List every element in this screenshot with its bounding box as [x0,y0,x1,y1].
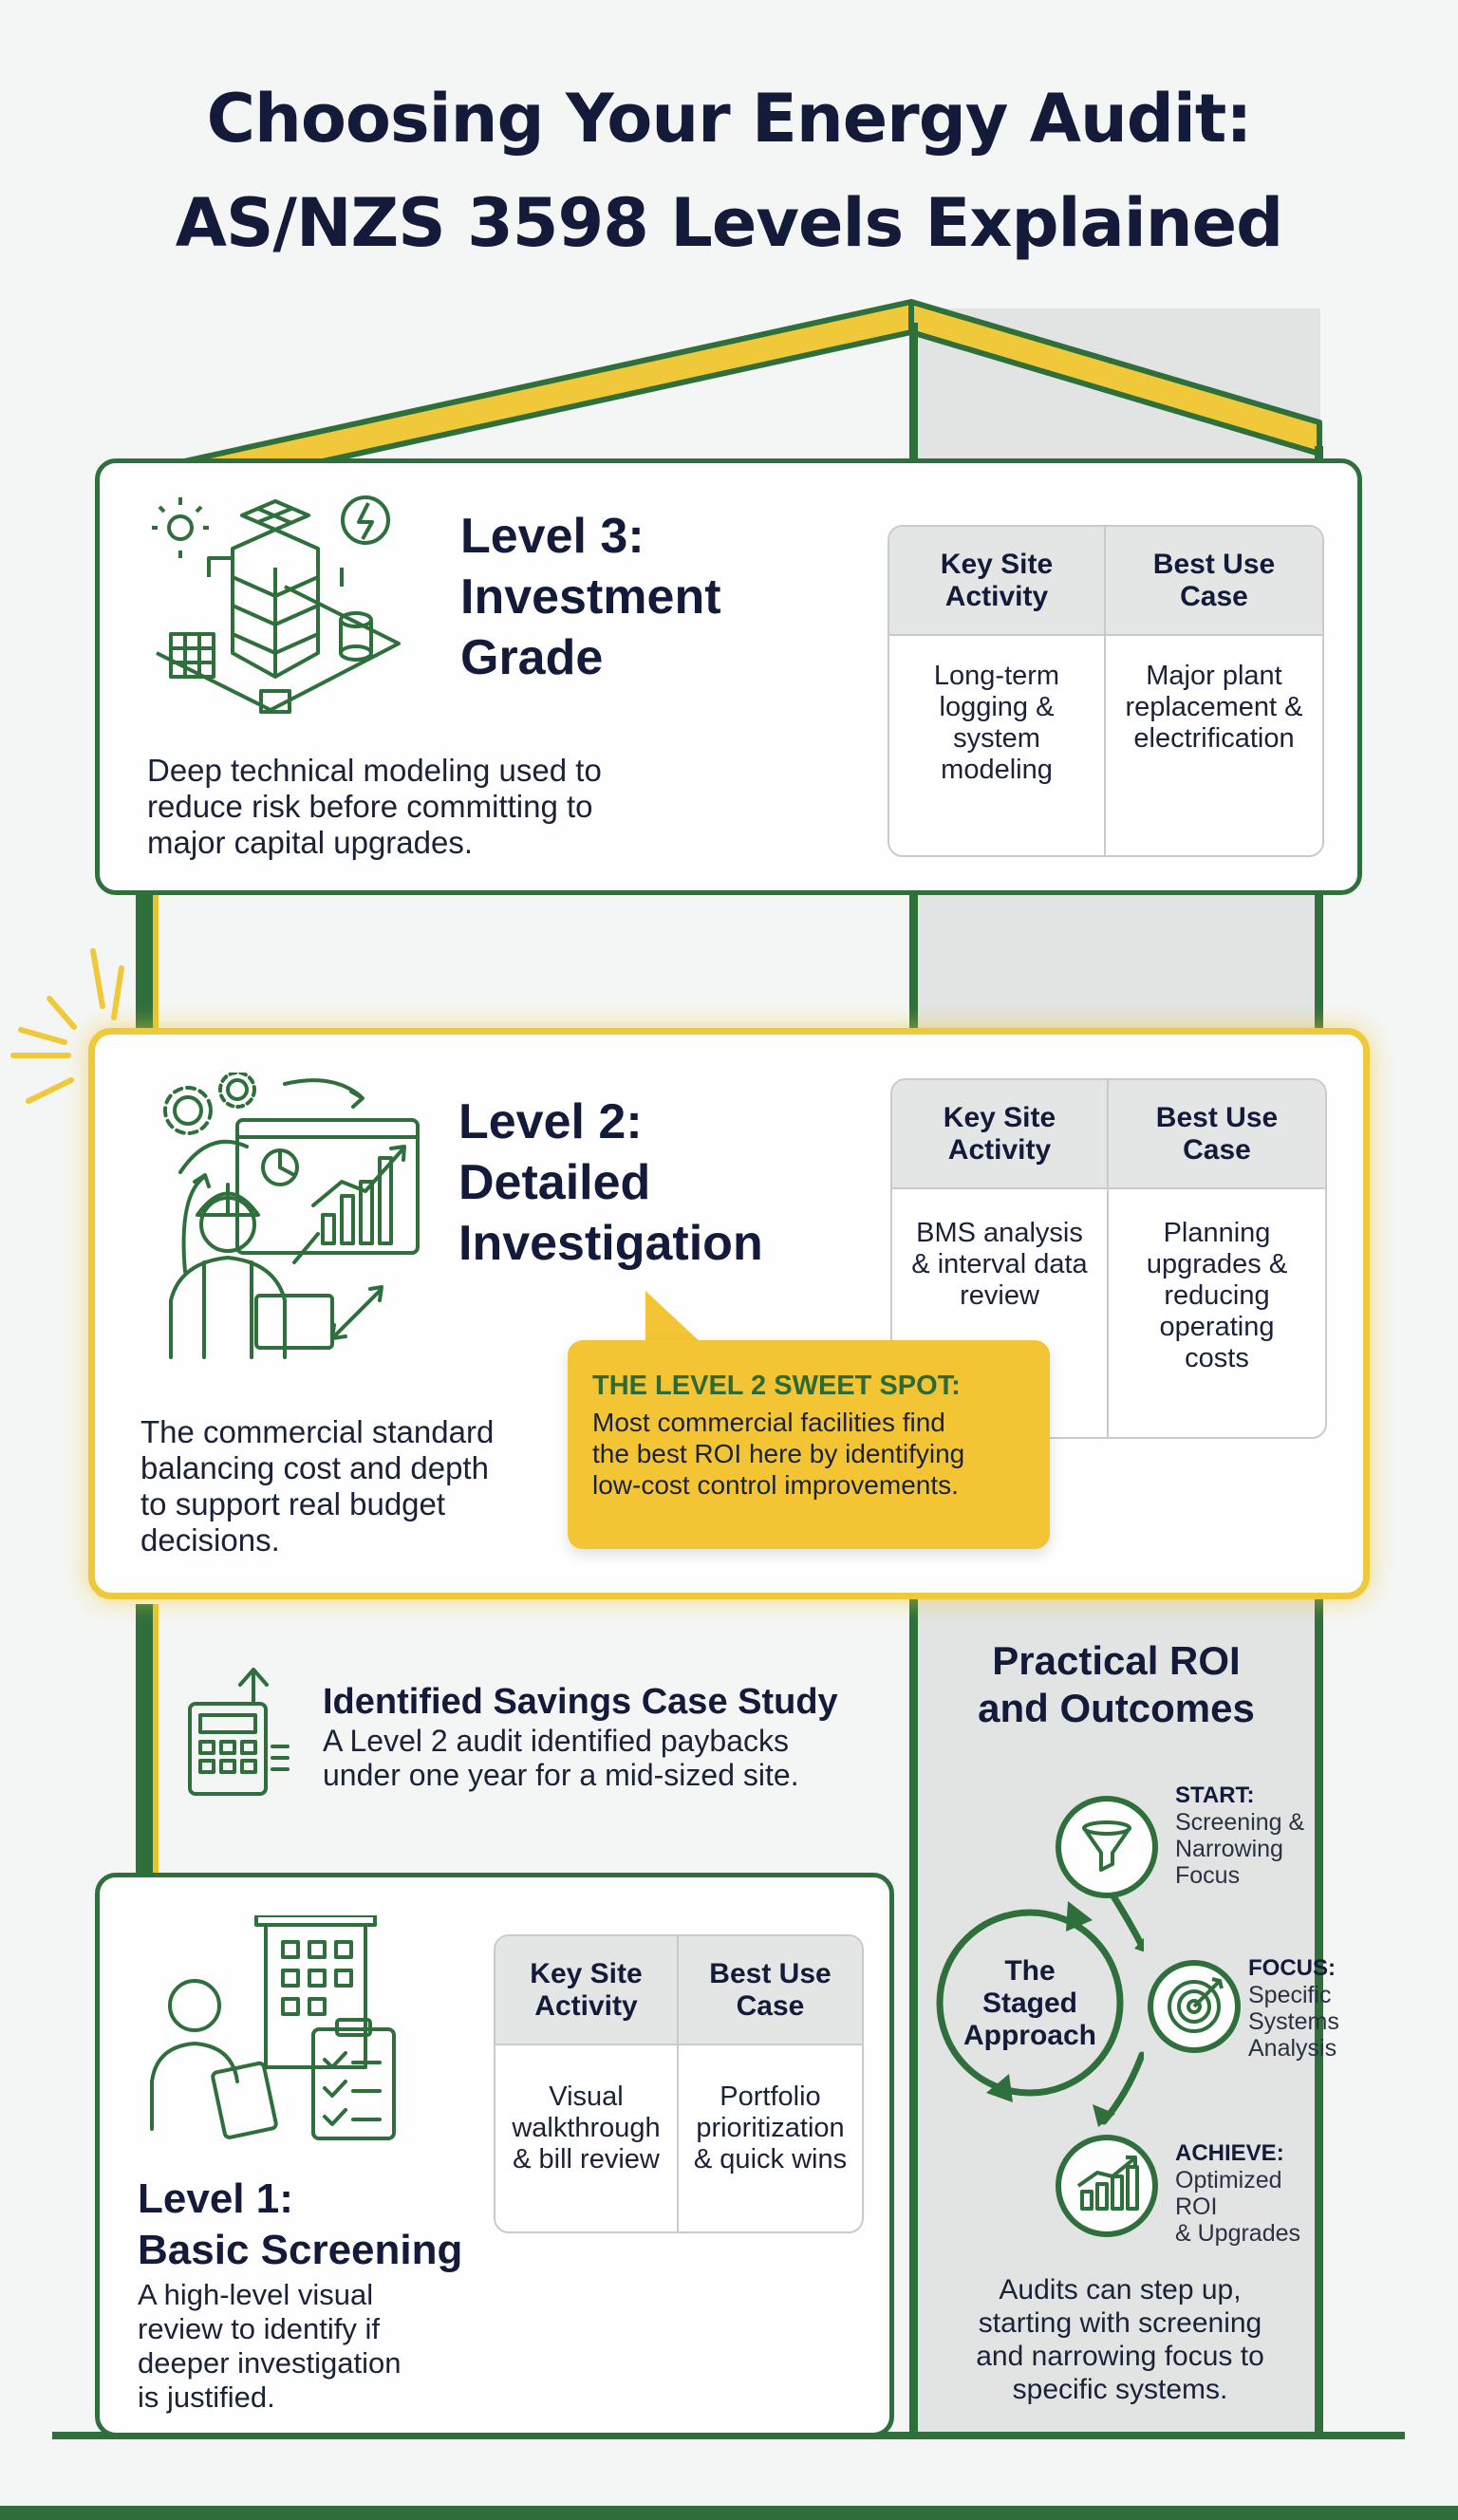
left-wall-lower [136,1604,153,1879]
calculator-icon [188,1668,290,1796]
roof-right [908,299,1322,457]
case-study: Identified Savings Case Study A Level 2 … [323,1680,892,1792]
left-wall-upper [136,887,153,1030]
level-2-description: The commercial standard balancing cost a… [140,1414,495,1558]
left-wall-lower-accent [153,1604,159,1879]
table-cell-activity: BMS analysis& interval data review [892,1189,1109,1437]
level-1-description: A high-level visual review to identify i… [138,2278,402,2414]
step-achieve: ACHIEVE: Optimized ROI& Upgrades [1175,2140,1301,2247]
case-study-title: Identified Savings Case Study [323,1682,838,1722]
staged-approach-label: The Staged Approach [963,1955,1096,2051]
level-1-title: Level 1: Basic Screening [138,2175,463,2273]
sweet-spot-callout: THE LEVEL 2 SWEET SPOT: Most commercial … [568,1340,1050,1549]
level-1-card: Level 1: Basic Screening A high-level vi… [95,1873,894,2437]
inspector-checklist-icon [150,1915,396,2140]
level-3-description: Deep technical modeling used to reduce r… [147,753,602,860]
engineer-analysis-icon [163,1073,420,1359]
callout-pointer [645,1291,702,1344]
staged-approach-diagram [936,1866,1144,2127]
level-3-card: Level 3: Investment Grade Deep technical… [95,458,1362,895]
callout-text: Most commercial facilities find the best… [592,1408,965,1500]
target-icon [1148,1960,1241,2053]
growth-chart-icon [1056,2135,1158,2237]
funnel-icon [1056,1796,1158,1898]
building-energy-icon [152,495,401,714]
page-title: Choosing Your Energy Audit: AS/NZS 3598 … [175,80,1283,262]
bottom-strip [0,2506,1458,2520]
level-3-title: Level 3: Investment Grade [460,509,721,685]
left-wall-upper-accent [153,887,159,1030]
case-study-text: A Level 2 audit identified paybacks unde… [323,1724,799,1792]
callout-title: THE LEVEL 2 SWEET SPOT: [592,1371,961,1401]
level-2-title: Level 2: Detailed Investigation [458,1094,763,1271]
roi-title: Practical ROI and Outcomes [978,1638,1255,1730]
level-2-card: Level 2: Detailed Investigation The comm… [88,1028,1370,1599]
roi-footer-text: Audits can step up, starting with screen… [976,2274,1264,2405]
sparkle-icon [10,948,124,1104]
